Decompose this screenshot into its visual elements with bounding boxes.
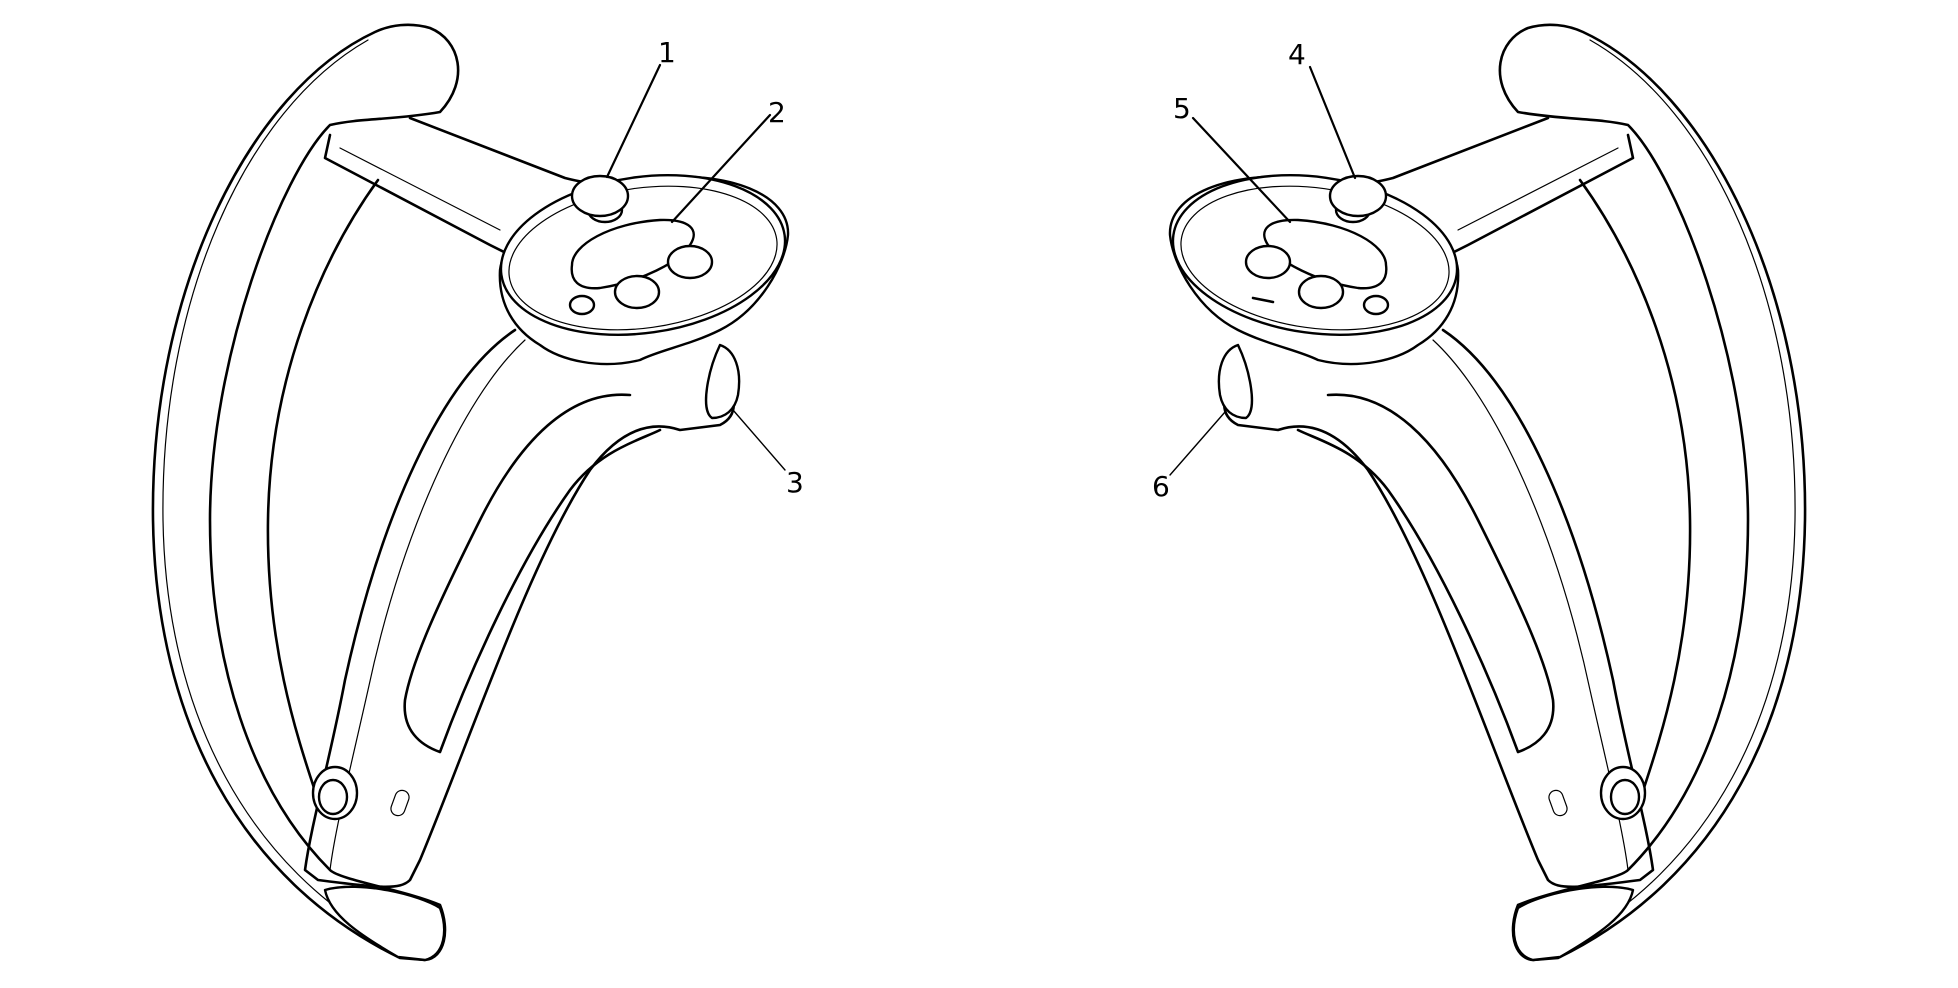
right-controller: [1168, 23, 1807, 962]
callout-2: 2: [768, 96, 786, 129]
leader-3: [732, 409, 786, 471]
right-grip-outer: [1222, 328, 1655, 889]
right-grip-cutout: [1296, 393, 1555, 754]
left-ring-inner-edge: [162, 39, 396, 946]
left-grip-button: [317, 778, 349, 816]
right-minus-mark: [1251, 296, 1275, 304]
right-bottom-cap: [1512, 885, 1635, 962]
leader-5: [1191, 116, 1292, 224]
right-thumbstick: [1328, 174, 1388, 218]
callout-5: 5: [1173, 92, 1191, 125]
left-ring-inner-arc: [266, 178, 380, 802]
left-controller: [151, 23, 790, 962]
leader-2: [670, 113, 772, 224]
right-button-b: [1297, 274, 1345, 310]
left-button-menu: [568, 294, 596, 316]
right-ring-inner-edge: [1562, 39, 1796, 946]
right-button-a: [1244, 244, 1292, 280]
left-grip-outer: [303, 328, 736, 889]
left-thumbstick: [570, 174, 630, 218]
left-grip-edge: [329, 339, 526, 871]
left-bottom-cap: [323, 885, 446, 962]
left-grip-slot: [390, 789, 410, 817]
right-ring-outer: [1498, 23, 1807, 962]
callout-3: 3: [786, 466, 804, 499]
leader-1: [605, 63, 662, 179]
right-trigger: [1217, 343, 1254, 420]
left-grip-cutout: [403, 393, 662, 754]
leader-6: [1169, 411, 1226, 476]
right-button-menu: [1362, 294, 1390, 316]
left-button-b: [613, 274, 661, 310]
callout-1: 1: [658, 36, 676, 69]
right-grip-edge: [1432, 339, 1629, 871]
left-button-a: [666, 244, 714, 280]
right-grip-slot: [1548, 789, 1568, 817]
right-head-face-rim: [1180, 185, 1450, 331]
left-ring-outer: [151, 23, 460, 962]
callout-6: 6: [1152, 470, 1170, 503]
leader-4: [1308, 65, 1357, 180]
right-grip-button: [1609, 778, 1641, 816]
left-trigger: [704, 343, 741, 420]
right-ring-inner-arc: [1578, 178, 1692, 802]
callout-4: 4: [1288, 38, 1306, 71]
right-top-spoke-edge: [1457, 147, 1619, 231]
left-top-spoke-edge: [339, 147, 501, 231]
left-head-face-rim: [508, 185, 778, 331]
